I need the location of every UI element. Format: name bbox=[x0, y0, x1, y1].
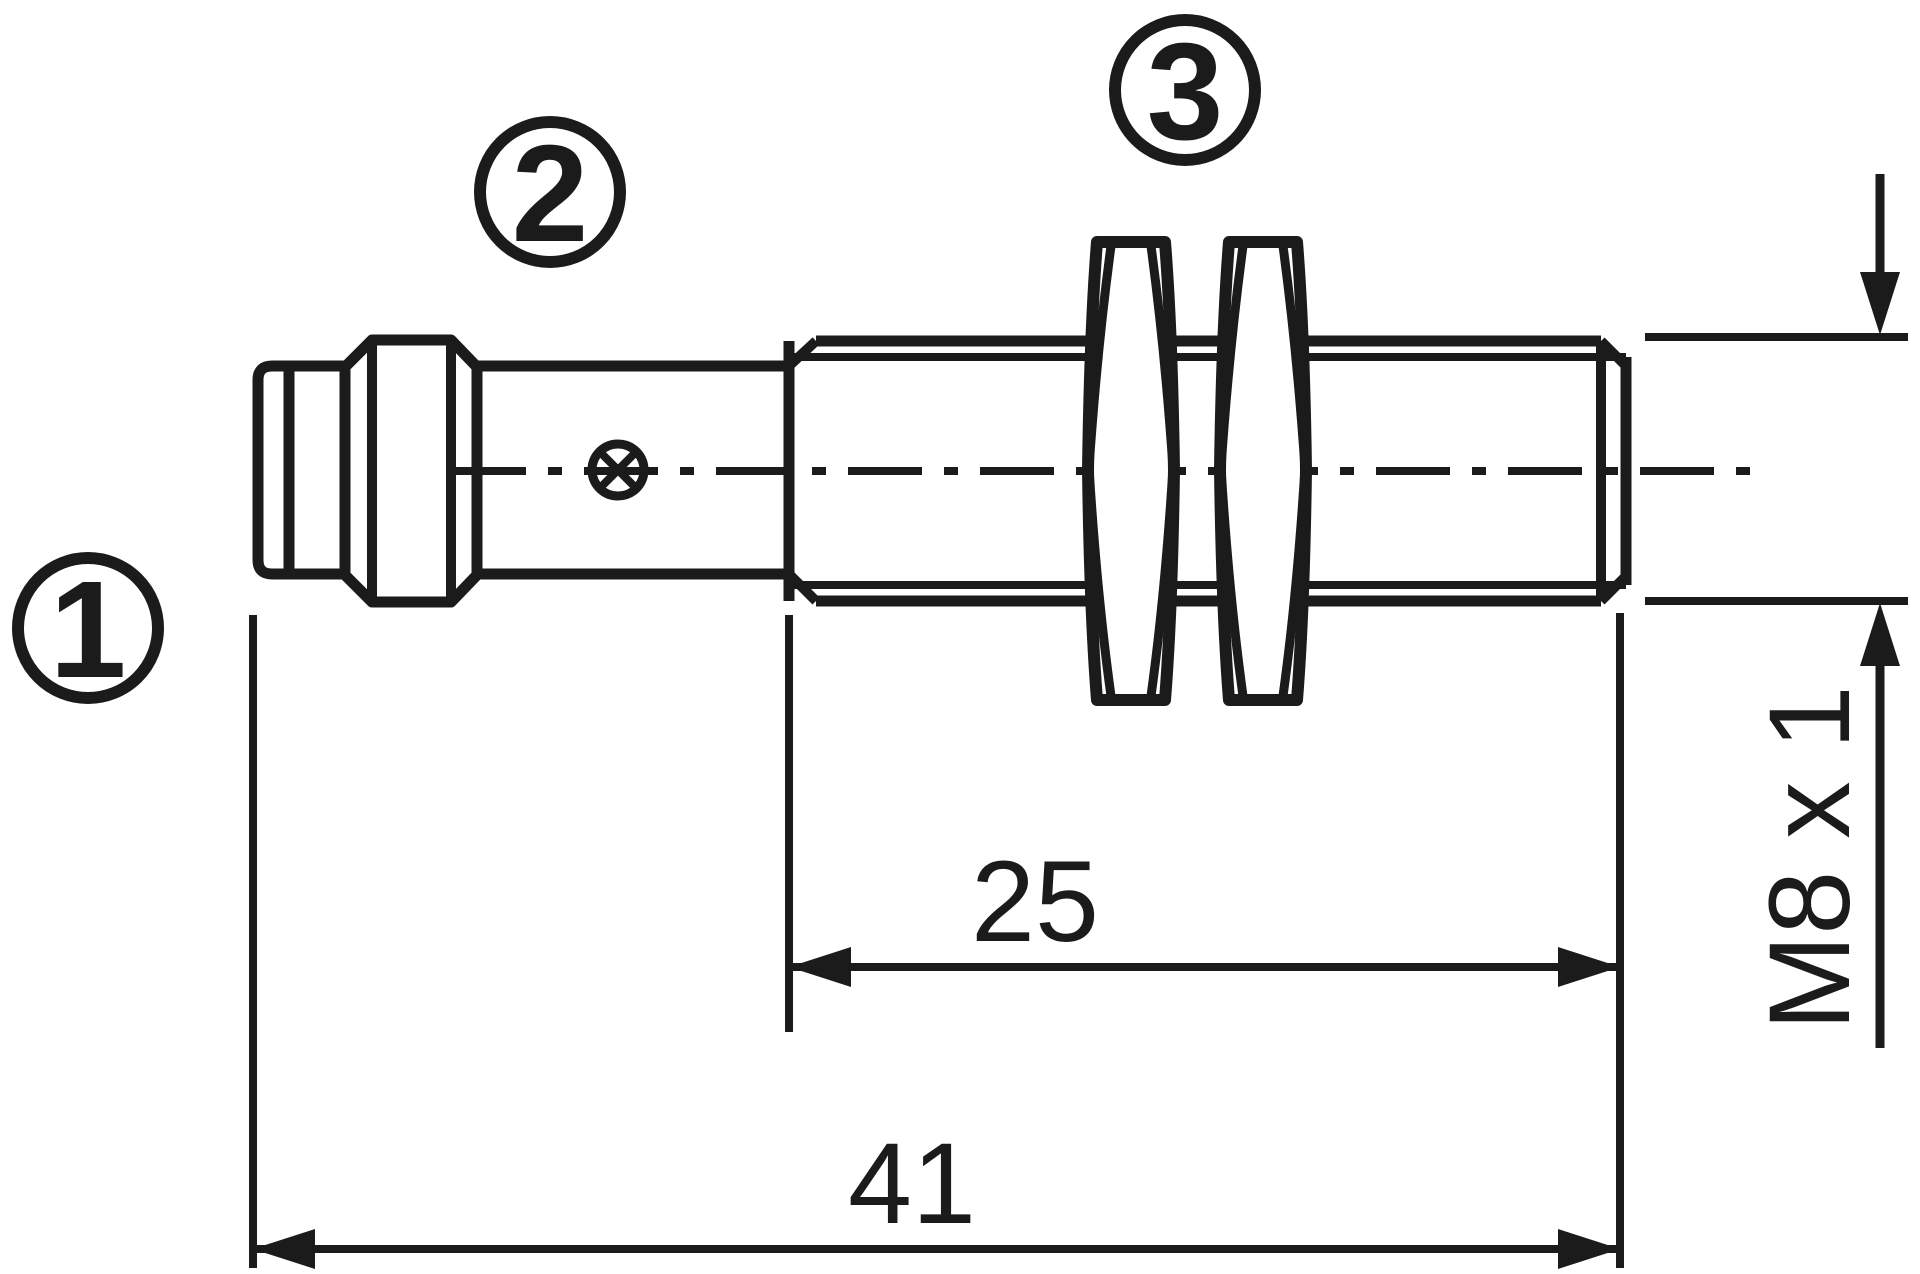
callout-3: 3 bbox=[1109, 14, 1261, 169]
dimension-value-thread-length: 25 bbox=[971, 838, 1099, 966]
callout-2: 2 bbox=[474, 116, 626, 271]
lock-nut-rear-outline bbox=[1214, 236, 1312, 706]
arrow-right-icon bbox=[1558, 947, 1620, 987]
lock-nut-rear-chamfer-left bbox=[1216, 245, 1248, 697]
lock-nut-front bbox=[1082, 236, 1180, 706]
dimension-value-thread-spec: M8 x 1 bbox=[1746, 685, 1874, 1030]
arrow-left-icon bbox=[789, 947, 851, 987]
lock-nut-front-chamfer-left bbox=[1084, 245, 1116, 697]
sensor-body bbox=[252, 236, 1758, 706]
dimension-value-total-length: 41 bbox=[848, 1120, 976, 1248]
callout-1-label: 1 bbox=[50, 553, 127, 707]
arrow-right-icon bbox=[1558, 1229, 1620, 1269]
callout-1-circle bbox=[12, 552, 164, 704]
dimension-total-length: 41 bbox=[249, 615, 1620, 1269]
dimension-thread-length: 25 bbox=[785, 613, 1624, 1268]
lock-nut-front-chamfer-right bbox=[1146, 245, 1178, 697]
callout-3-circle bbox=[1109, 14, 1261, 166]
callout-3-label: 3 bbox=[1147, 15, 1224, 169]
arrow-left-icon bbox=[253, 1229, 315, 1269]
dimension-thread-spec: M8 x 1 bbox=[1645, 174, 1908, 1048]
hex-collar-outline bbox=[339, 334, 483, 608]
callout-1: 1 bbox=[12, 552, 164, 707]
callout-2-label: 2 bbox=[512, 117, 589, 271]
arrow-down-icon bbox=[1860, 272, 1900, 335]
callout-2-circle bbox=[474, 116, 626, 268]
lock-nut-rear bbox=[1214, 236, 1312, 706]
lock-nut-front-outline bbox=[1082, 236, 1180, 706]
led-indicator-icon bbox=[587, 439, 649, 501]
lock-nut-rear-chamfer-right bbox=[1278, 245, 1310, 697]
arrow-up-icon bbox=[1860, 603, 1900, 666]
thread-section bbox=[783, 335, 1632, 607]
